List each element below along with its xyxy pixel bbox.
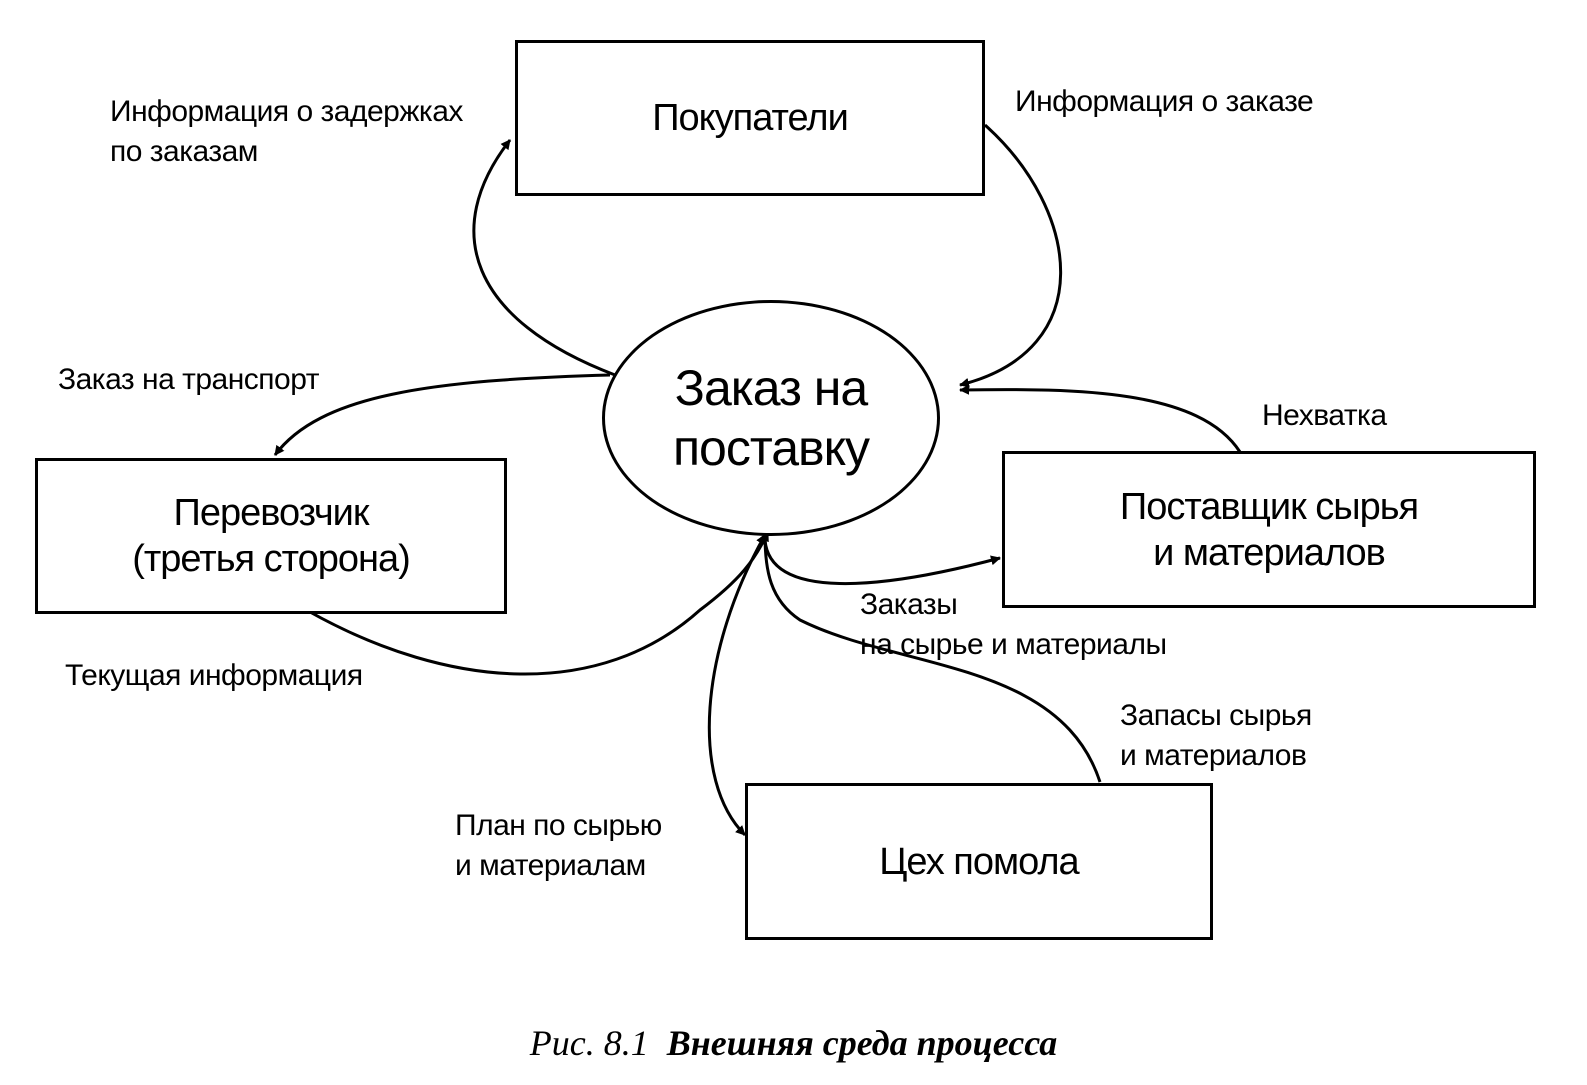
node-center-order: Заказ на поставку: [602, 300, 940, 536]
label-material-plan: План по сырью и материалам: [455, 806, 662, 886]
edge-material-plan: [707, 534, 767, 837]
label-material-plan-line-2: и материалам: [455, 849, 646, 882]
node-supplier-line-2: и материалов: [1153, 531, 1386, 574]
node-carrier-line-2: (третья сторона): [132, 538, 411, 580]
label-material-orders-line-2: на сырье и материалы: [860, 628, 1167, 661]
label-order-info-line-1: Информация о заказе: [1015, 85, 1314, 118]
label-material-plan-line-1: План по сырью: [455, 809, 662, 842]
label-order-info: Информация о заказе: [1015, 82, 1314, 122]
label-material-stocks-line-1: Запасы сырья: [1120, 699, 1312, 732]
edge-delay-info: [472, 139, 616, 377]
label-shortage-line-1: Нехватка: [1262, 399, 1387, 432]
node-mill-line-1: Цех помола: [879, 840, 1079, 883]
label-material-orders: Заказы на сырье и материалы: [860, 585, 1167, 665]
edge-material-orders: [763, 539, 1001, 585]
label-material-orders-line-1: Заказы: [860, 588, 958, 621]
node-mill: Цех помола: [745, 783, 1213, 940]
edge-material-stocks: [763, 534, 1102, 783]
label-delay-info: Информация о задержках по заказам: [110, 92, 463, 172]
figure-caption-title: Внешняя среда процесса: [666, 1023, 1058, 1063]
center-line-2: поставку: [672, 420, 870, 476]
node-supplier-line-1: Поставщик сырья: [1119, 485, 1419, 528]
label-delay-info-line-1: Информация о задержках: [110, 95, 463, 128]
node-customers-line-1: Покупатели: [652, 97, 849, 139]
label-shortage: Нехватка: [1262, 396, 1387, 436]
label-transport-order-line-1: Заказ на транспорт: [58, 363, 320, 396]
node-carrier: Перевозчик (третья сторона): [35, 458, 507, 614]
label-material-stocks-line-2: и материалов: [1120, 739, 1307, 772]
center-line-1: Заказ на: [674, 360, 868, 416]
node-customers: Покупатели: [515, 40, 985, 196]
label-material-stocks: Запасы сырья и материалов: [1120, 696, 1312, 776]
node-supplier: Поставщик сырья и материалов: [1002, 451, 1536, 608]
label-transport-order: Заказ на транспорт: [58, 360, 320, 400]
label-current-info: Текущая информация: [65, 656, 363, 696]
label-delay-info-line-2: по заказам: [110, 135, 258, 168]
figure-caption-number: Рис. 8.1: [529, 1023, 649, 1063]
figure-caption: Рис. 8.1 Внешняя среда процесса: [0, 1022, 1587, 1064]
label-current-info-line-1: Текущая информация: [65, 659, 363, 692]
node-carrier-line-1: Перевозчик: [173, 492, 370, 534]
edge-shortage: [959, 384, 1242, 453]
edge-order-info: [959, 123, 1063, 388]
edge-transport-order: [273, 373, 611, 456]
